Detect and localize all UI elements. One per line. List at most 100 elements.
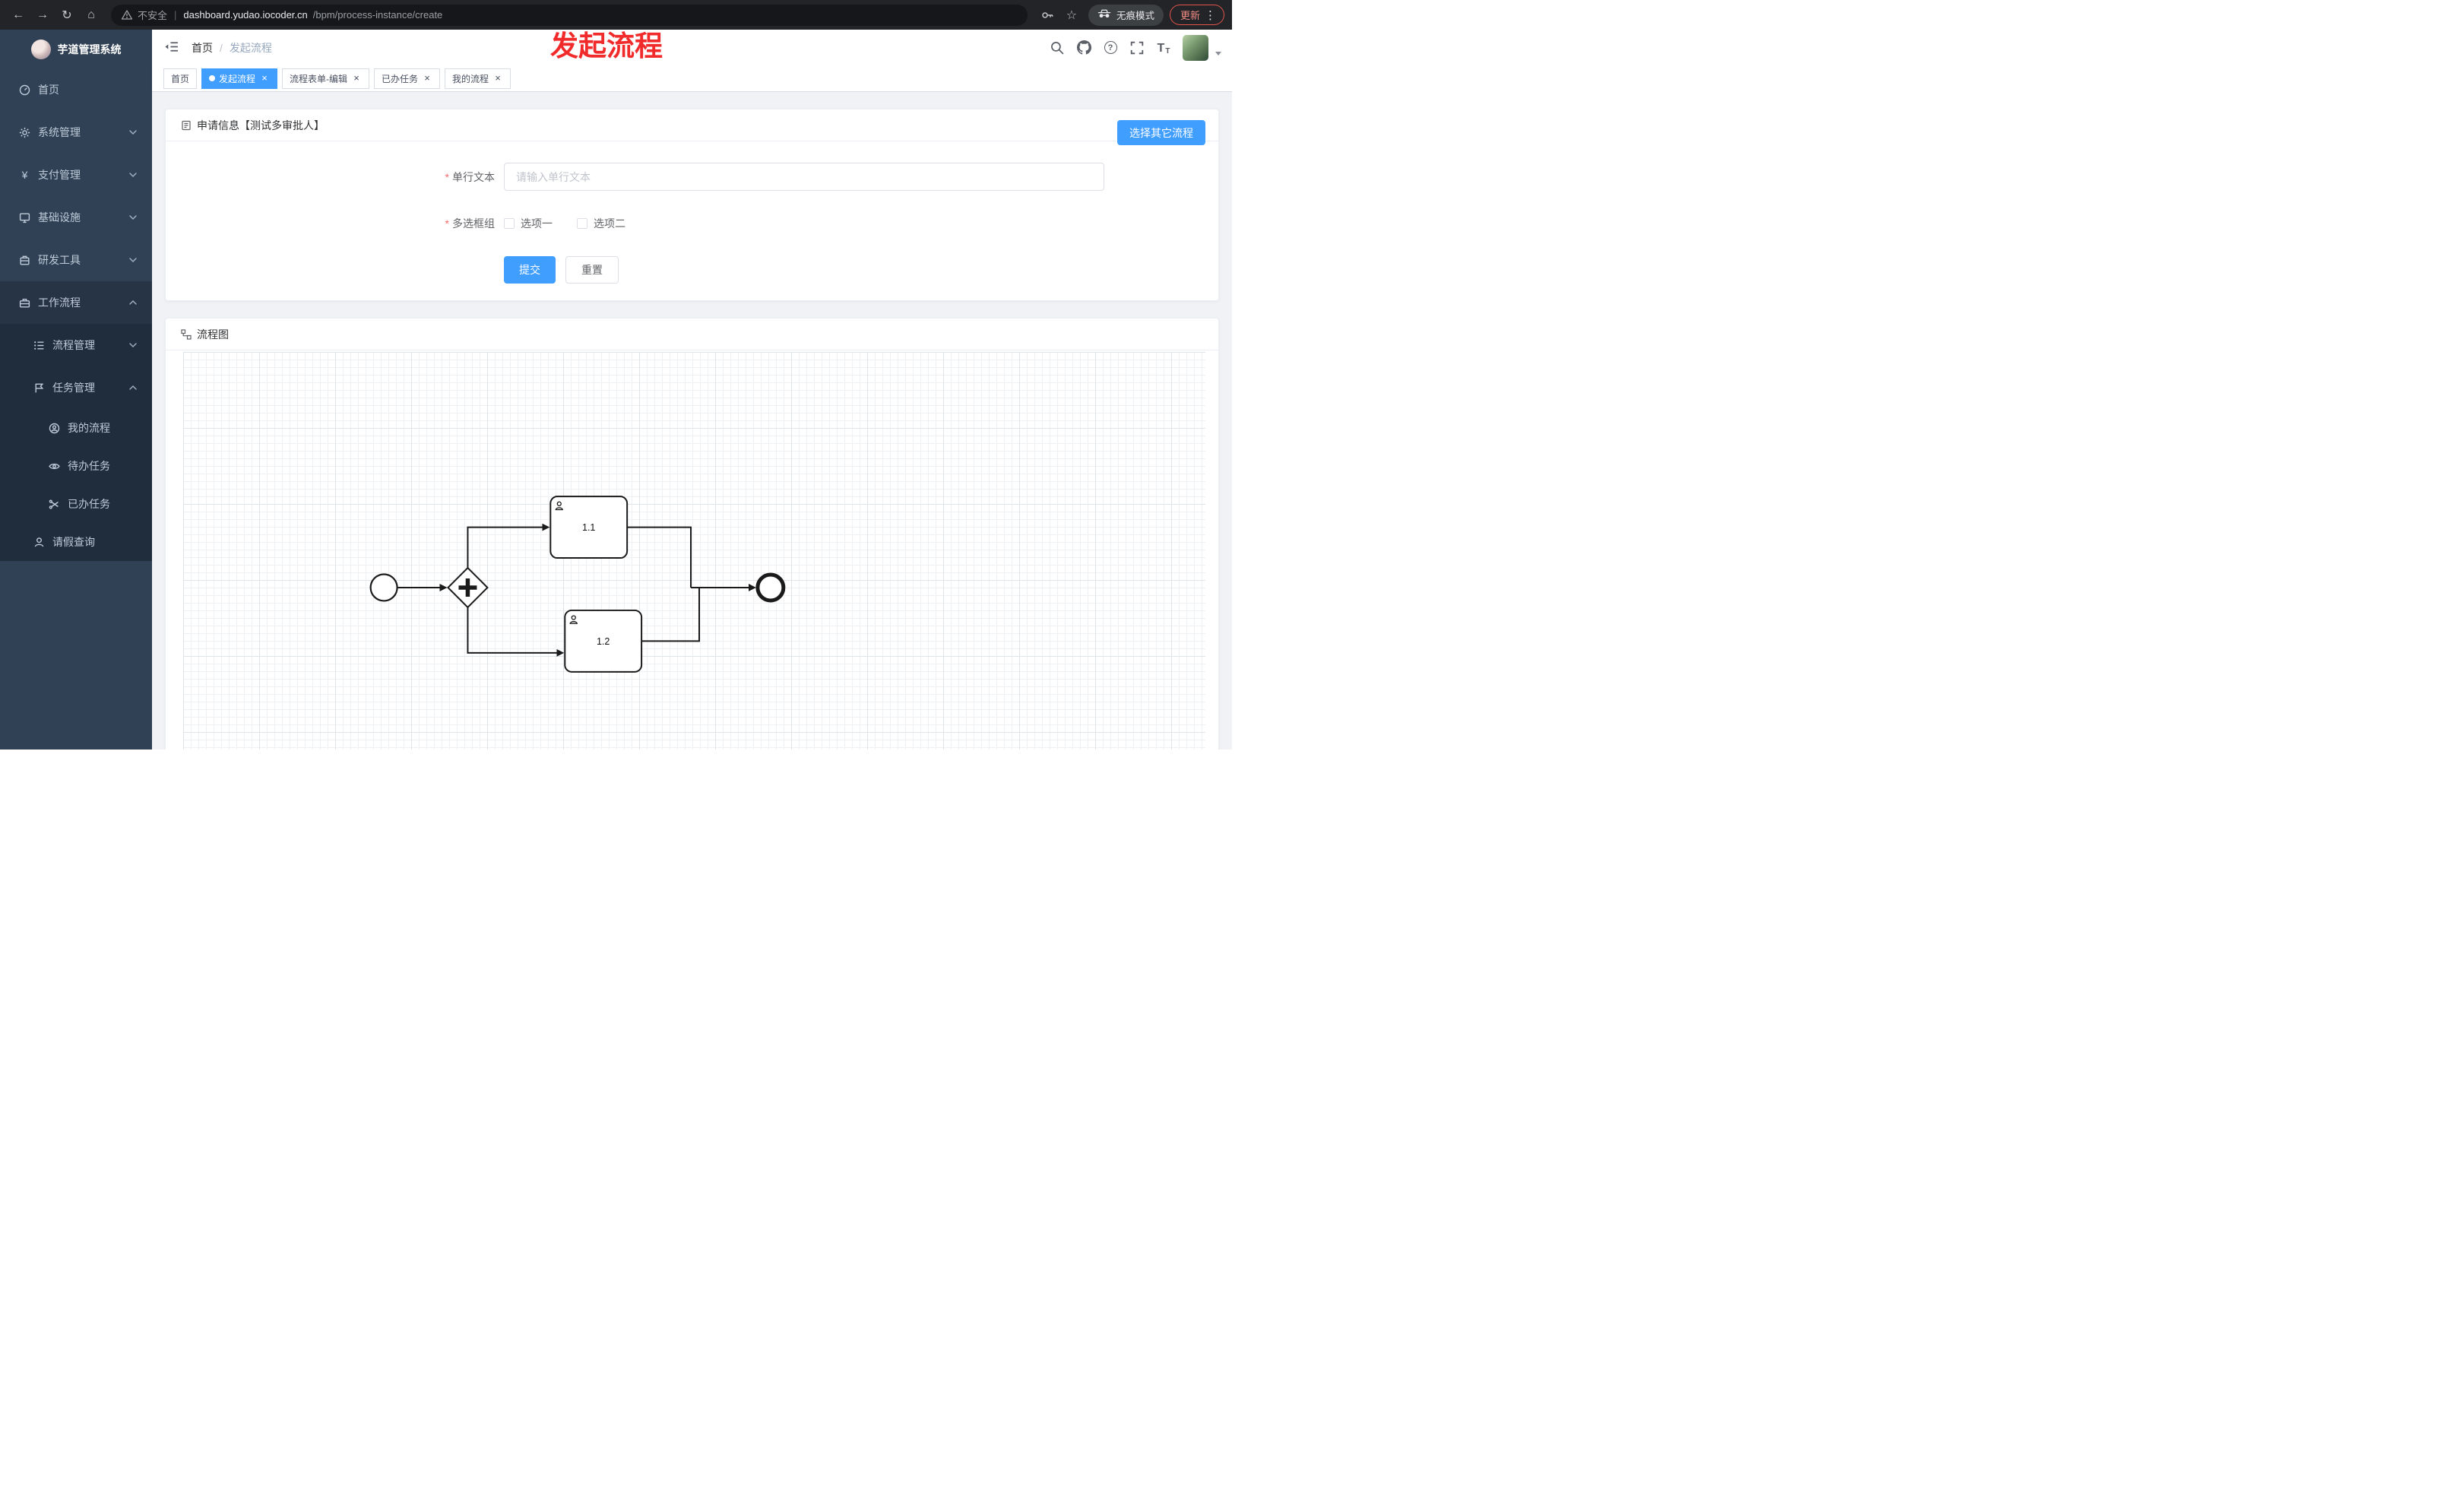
breadcrumb-separator: [220, 42, 223, 54]
devtools-icon: [19, 255, 30, 266]
apply-info-card-header: 申请信息【测试多审批人】: [166, 109, 1218, 141]
github-icon[interactable]: [1076, 40, 1091, 55]
todo-task-icon: [49, 461, 60, 472]
address-bar[interactable]: 不安全 dashboard.yudao.iocoder.cn/bpm/proce…: [111, 4, 1028, 26]
avatar[interactable]: [1183, 34, 1208, 61]
address-separator: [173, 9, 178, 21]
tab-start-process[interactable]: 发起流程 ×: [201, 68, 278, 89]
user-task-1-1: 1.1: [549, 496, 629, 559]
browser-chrome: ← → ↻ ⌂ 不安全 dashboard.yudao.iocoder.cn/b…: [0, 0, 1232, 30]
user-icon: [569, 615, 578, 624]
sidebar-item-label: 任务管理: [52, 382, 95, 394]
sidebar-item-devtools[interactable]: 研发工具: [0, 239, 152, 281]
tab-label: 流程表单-编辑: [290, 73, 348, 84]
bookmark-star-icon[interactable]: ☆: [1066, 8, 1078, 22]
tab-home[interactable]: 首页: [163, 68, 198, 89]
update-label: 更新: [1180, 10, 1200, 21]
tab-label: 发起流程: [219, 73, 256, 84]
menu-fold-icon[interactable]: [164, 40, 179, 55]
flow-icon: [181, 328, 192, 340]
close-icon[interactable]: ×: [353, 72, 359, 84]
sidebar-item-payment-management[interactable]: ¥ 支付管理: [0, 154, 152, 196]
sidebar-item-label: 研发工具: [38, 254, 81, 266]
sidebar-item-todo-tasks[interactable]: 待办任务: [0, 447, 152, 485]
home-icon[interactable]: ⌂: [87, 8, 95, 21]
apply-info-card: 申请信息【测试多审批人】 选择其它流程 单行文本 多选框组 选项一: [165, 109, 1219, 301]
sidebar-item-label: 已办任务: [68, 498, 110, 510]
fullscreen-icon[interactable]: [1129, 40, 1145, 55]
document-icon: [181, 120, 192, 131]
sidebar-item-workflow[interactable]: 工作流程: [0, 281, 152, 324]
search-icon[interactable]: [1050, 40, 1065, 55]
incognito-badge: 无痕模式: [1088, 4, 1164, 26]
avatar-caret-icon[interactable]: [1215, 51, 1221, 55]
checkbox-icon[interactable]: [577, 217, 587, 229]
gear-icon: [19, 127, 30, 138]
sidebar-item-done-tasks[interactable]: 已办任务: [0, 485, 152, 523]
tab-process-form-edit[interactable]: 流程表单-编辑 ×: [282, 68, 370, 89]
chevron-up-icon: [129, 385, 137, 390]
reset-button[interactable]: 重置: [565, 255, 619, 284]
checkbox-icon[interactable]: [504, 217, 515, 229]
sidebar-item-label: 流程管理: [52, 339, 95, 351]
not-secure-label: 不安全: [138, 10, 168, 21]
close-icon[interactable]: ×: [424, 72, 430, 84]
bpmn-canvas[interactable]: 1.1 1.2: [183, 352, 1205, 750]
sidebar-item-infrastructure[interactable]: 基础设施: [0, 196, 152, 239]
incognito-icon: [1097, 9, 1111, 21]
tab-label: 已办任务: [382, 73, 419, 84]
help-icon[interactable]: ?: [1103, 40, 1118, 55]
url-domain: dashboard.yudao.iocoder.cn: [183, 9, 308, 21]
single-line-text-input[interactable]: [504, 163, 1104, 191]
sidebar-item-system-management[interactable]: 系统管理: [0, 111, 152, 154]
sidebar-item-leave-query[interactable]: 请假查询: [0, 523, 152, 561]
sidebar-item-label: 工作流程: [38, 296, 81, 309]
chevron-down-icon: [129, 173, 137, 177]
sidebar-item-label: 支付管理: [38, 169, 81, 181]
checkbox-option-2[interactable]: 选项二: [577, 216, 626, 231]
sidebar-item-process-management[interactable]: 流程管理: [0, 324, 152, 366]
user-icon: [555, 501, 564, 511]
back-icon[interactable]: ←: [12, 8, 24, 21]
forward-icon[interactable]: →: [36, 8, 49, 21]
reload-icon[interactable]: ↻: [62, 8, 72, 22]
breadcrumb: 首页 发起流程: [192, 40, 272, 55]
flow-gateway-to-task-1-2: [467, 607, 565, 657]
sidebar-item-label: 系统管理: [38, 126, 81, 138]
process-management-icon: [33, 340, 45, 351]
chevron-down-icon: [129, 215, 137, 220]
sidebar-item-task-management[interactable]: 任务管理: [0, 366, 152, 409]
checkbox-group-row: 多选框组 选项一 选项二: [417, 209, 1218, 237]
sidebar-item-my-process[interactable]: 我的流程: [0, 409, 152, 447]
workflow-icon: [19, 297, 30, 309]
menu-dots-icon[interactable]: ⋮: [1205, 8, 1216, 22]
app-header: 首页 发起流程 ? TT: [152, 30, 1232, 65]
sidebar-item-label: 请假查询: [52, 536, 95, 548]
tab-my-process[interactable]: 我的流程 ×: [445, 68, 511, 89]
yen-icon: ¥: [21, 169, 28, 181]
breadcrumb-home[interactable]: 首页: [192, 41, 213, 54]
update-button[interactable]: 更新 ⋮: [1169, 5, 1224, 25]
sidebar-item-label: 待办任务: [68, 460, 110, 472]
sidebar-item-label: 我的流程: [68, 422, 110, 434]
infrastructure-icon: [19, 212, 30, 223]
chevron-down-icon: [129, 343, 137, 347]
close-icon[interactable]: ×: [261, 72, 268, 84]
checkbox-group-label: 多选框组: [417, 216, 504, 231]
close-icon[interactable]: ×: [495, 72, 501, 84]
done-task-icon: [49, 499, 60, 510]
dashboard-icon: [19, 84, 30, 96]
flow-gateway-to-task-1-1: [467, 523, 550, 569]
key-icon[interactable]: [1037, 5, 1058, 26]
submit-button[interactable]: 提交: [504, 255, 556, 284]
form-actions-row: 提交 重置: [417, 255, 1218, 284]
text-field-label: 单行文本: [417, 170, 504, 185]
choose-other-process-button[interactable]: 选择其它流程: [1117, 120, 1205, 145]
app-shell: 芋道管理系统 首页 系统管理 ¥ 支付管理 基础设施: [0, 30, 1232, 750]
sidebar-item-home[interactable]: 首页: [0, 68, 152, 111]
app-logo-row[interactable]: 芋道管理系统: [0, 30, 152, 68]
tab-done-tasks[interactable]: 已办任务 ×: [374, 68, 441, 89]
parallel-gateway: [447, 566, 489, 609]
checkbox-option-1[interactable]: 选项一: [504, 216, 553, 231]
